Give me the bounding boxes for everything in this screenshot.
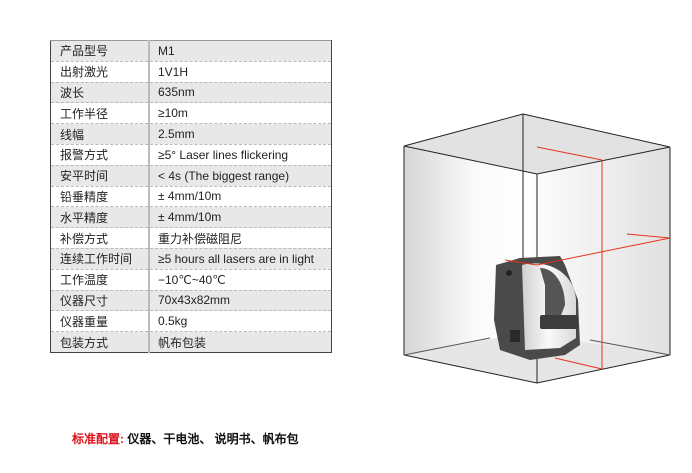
spec-label: 仪器尺寸 bbox=[50, 290, 150, 312]
spec-label: 安平时间 bbox=[50, 165, 150, 187]
standard-config-label: 标准配置: bbox=[72, 432, 124, 446]
spec-label: 线幅 bbox=[50, 123, 150, 145]
spec-row: 铅垂精度± 4mm/10m bbox=[50, 186, 332, 208]
spec-label: 产品型号 bbox=[50, 40, 150, 62]
spec-value: < 4s (The biggest range) bbox=[149, 165, 332, 187]
spec-label: 连续工作时间 bbox=[50, 248, 150, 270]
spec-label: 水平精度 bbox=[50, 206, 150, 229]
spec-row: 包装方式帆布包装 bbox=[50, 331, 332, 353]
spec-value: 2.5mm bbox=[149, 123, 332, 145]
spec-label: 出射激光 bbox=[50, 61, 150, 83]
spec-value: ≥5 hours all lasers are in light bbox=[149, 248, 332, 270]
laser-lines bbox=[504, 146, 671, 370]
back-left-wall bbox=[404, 114, 523, 355]
spec-value: −10℃~40℃ bbox=[149, 269, 332, 291]
spec-label: 包装方式 bbox=[50, 331, 150, 353]
spec-value: 帆布包装 bbox=[149, 331, 332, 353]
standard-configuration: 标准配置: 仪器、干电池、 说明书、帆布包 bbox=[72, 430, 299, 447]
spec-row: 工作半径≥10m bbox=[50, 102, 332, 125]
spec-label: 波长 bbox=[50, 82, 150, 104]
spec-label: 铅垂精度 bbox=[50, 186, 150, 208]
spec-row: 连续工作时间≥5 hours all lasers are in light bbox=[50, 248, 332, 270]
spec-value: 635nm bbox=[149, 82, 332, 104]
spec-value: ± 4mm/10m bbox=[149, 186, 332, 208]
spec-value: 重力补偿磁阻尼 bbox=[149, 227, 332, 249]
spec-value: ± 4mm/10m bbox=[149, 206, 332, 229]
spec-row: 水平精度± 4mm/10m bbox=[50, 206, 332, 229]
spec-label: 工作温度 bbox=[50, 269, 150, 291]
spec-value: 1V1H bbox=[149, 61, 332, 83]
spec-label: 报警方式 bbox=[50, 144, 150, 166]
spec-value: 70x43x82mm bbox=[149, 290, 332, 312]
spec-row: 安平时间< 4s (The biggest range) bbox=[50, 165, 332, 187]
spec-row: 工作温度−10℃~40℃ bbox=[50, 269, 332, 291]
instrument bbox=[494, 256, 580, 360]
spec-label: 工作半径 bbox=[50, 102, 150, 125]
standard-config-items: 仪器、干电池、 说明书、帆布包 bbox=[124, 432, 299, 446]
spec-label: 补偿方式 bbox=[50, 227, 150, 249]
spec-label: 仪器重量 bbox=[50, 310, 150, 333]
spec-value: M1 bbox=[149, 40, 332, 62]
spec-row: 报警方式≥5° Laser lines flickering bbox=[50, 144, 332, 166]
ceiling bbox=[404, 114, 670, 174]
spec-value: 0.5kg bbox=[149, 310, 332, 333]
spec-row: 补偿方式重力补偿磁阻尼 bbox=[50, 227, 332, 249]
spec-value: ≥5° Laser lines flickering bbox=[149, 144, 332, 166]
spec-value: ≥10m bbox=[149, 102, 332, 125]
